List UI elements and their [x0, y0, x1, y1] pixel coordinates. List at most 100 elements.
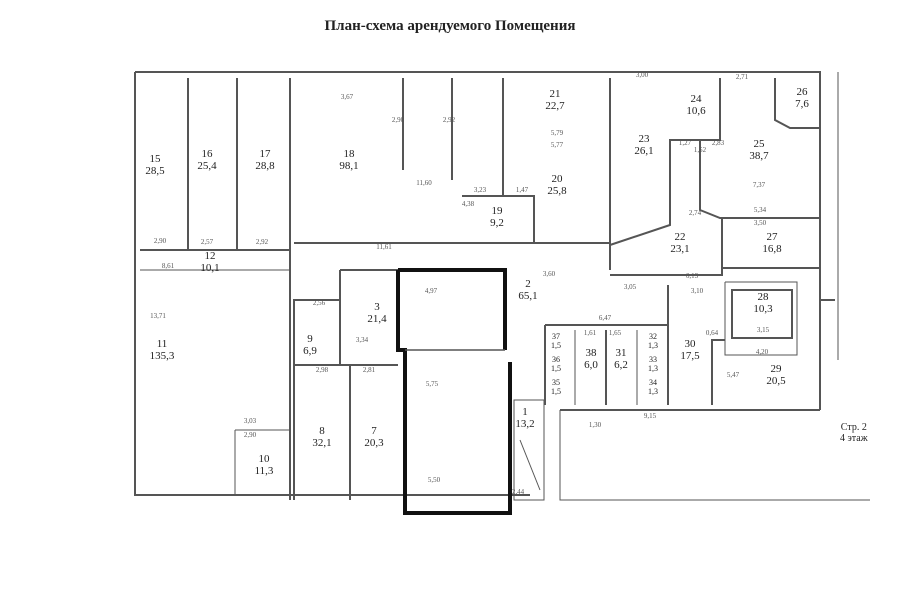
- dimension-label: 9,15: [643, 412, 657, 420]
- room-number: 23: [638, 133, 650, 145]
- room-area: 28,5: [145, 165, 165, 177]
- room-number: 36: [552, 355, 560, 364]
- room-area: 10,6: [686, 105, 706, 117]
- floor-label: 4 этаж: [840, 433, 868, 444]
- room-number: 9: [307, 333, 313, 345]
- room-number: 21: [549, 88, 561, 100]
- room-area: 6,9: [303, 345, 317, 357]
- dimension-label: 0,64: [705, 329, 719, 337]
- dimension-label: 2,90: [153, 237, 167, 245]
- dimension-label: 6,47: [598, 314, 612, 322]
- dimension-label: 2,90: [391, 116, 405, 124]
- room-number: 37: [552, 332, 560, 341]
- dimension-label: 5,34: [753, 206, 767, 214]
- dimension-label: 11,60: [416, 179, 432, 187]
- dimension-label: 5,47: [726, 371, 740, 379]
- room-number: 16: [201, 148, 213, 160]
- room-area: 9,2: [490, 217, 504, 229]
- room-number: 35: [552, 378, 560, 387]
- room-area: 26,1: [634, 145, 654, 157]
- room-number: 30: [684, 338, 696, 350]
- dimension-label: 4,97: [424, 287, 438, 295]
- room-area: 23,1: [670, 243, 690, 255]
- room-number: 25: [753, 138, 765, 150]
- dimension-label: 1,52: [693, 146, 707, 154]
- room-area: 6,0: [584, 359, 598, 371]
- dimension-label: 3,05: [623, 283, 637, 291]
- page-label: Стр. 2 4 этаж: [840, 422, 868, 444]
- room-number: 8: [319, 425, 325, 437]
- room-number: 7: [371, 425, 377, 437]
- dimension-label: 1,47: [515, 186, 529, 194]
- room-area: 6,2: [614, 359, 628, 371]
- room-area: 1,5: [551, 387, 561, 396]
- dimension-label: 2,74: [688, 209, 702, 217]
- room-number: 18: [343, 148, 355, 160]
- dimension-label: 1,30: [588, 421, 602, 429]
- room-number: 28: [757, 291, 769, 303]
- dimension-label: 4,38: [461, 200, 475, 208]
- dimension-label: 1,65: [608, 329, 622, 337]
- room-area: 1,5: [551, 364, 561, 373]
- dimension-label: 3,60: [542, 270, 556, 278]
- dimension-label: 3,00: [635, 71, 649, 79]
- dimension-label: 13,71: [150, 312, 166, 320]
- room-area: 10,1: [200, 262, 220, 274]
- plan-title: План-схема арендуемого Помещения: [324, 18, 576, 34]
- dimension-label: 5,79: [550, 129, 564, 137]
- dimension-label: 3,34: [355, 336, 369, 344]
- room-number: 11: [156, 338, 168, 350]
- dimension-label: 3,50: [753, 219, 767, 227]
- room-number: 10: [258, 453, 270, 465]
- room-area: 20,5: [766, 375, 786, 387]
- room-number: 1: [522, 406, 528, 418]
- dimension-label: 5,75: [425, 380, 439, 388]
- room-area: 135,3: [149, 350, 175, 362]
- dimension-label: 2,71: [735, 73, 749, 81]
- room-area: 11,3: [254, 465, 274, 477]
- dimension-label: 5,77: [550, 141, 564, 149]
- room-area: 28,8: [255, 160, 275, 172]
- dimension-label: 4,20: [755, 348, 769, 356]
- room-number: 12: [204, 250, 216, 262]
- room-number: 19: [491, 205, 503, 217]
- room-number: 15: [149, 153, 161, 165]
- room-number: 22: [674, 231, 686, 243]
- room-number: 29: [770, 363, 782, 375]
- dimension-label: 2,98: [315, 366, 329, 374]
- dimension-label: 2,56: [312, 299, 326, 307]
- dimension-label: 2,90: [243, 431, 257, 439]
- room-number: 20: [551, 173, 563, 185]
- dimension-label: 2,44: [511, 488, 525, 496]
- room-area: 1,3: [648, 341, 658, 350]
- dimension-label: 3,23: [473, 186, 487, 194]
- room-area: 32,1: [312, 437, 332, 449]
- dimension-label: 3,03: [243, 417, 257, 425]
- room-area: 1,3: [648, 364, 658, 373]
- dimension-label: 3,15: [756, 326, 770, 334]
- room-number: 17: [259, 148, 271, 160]
